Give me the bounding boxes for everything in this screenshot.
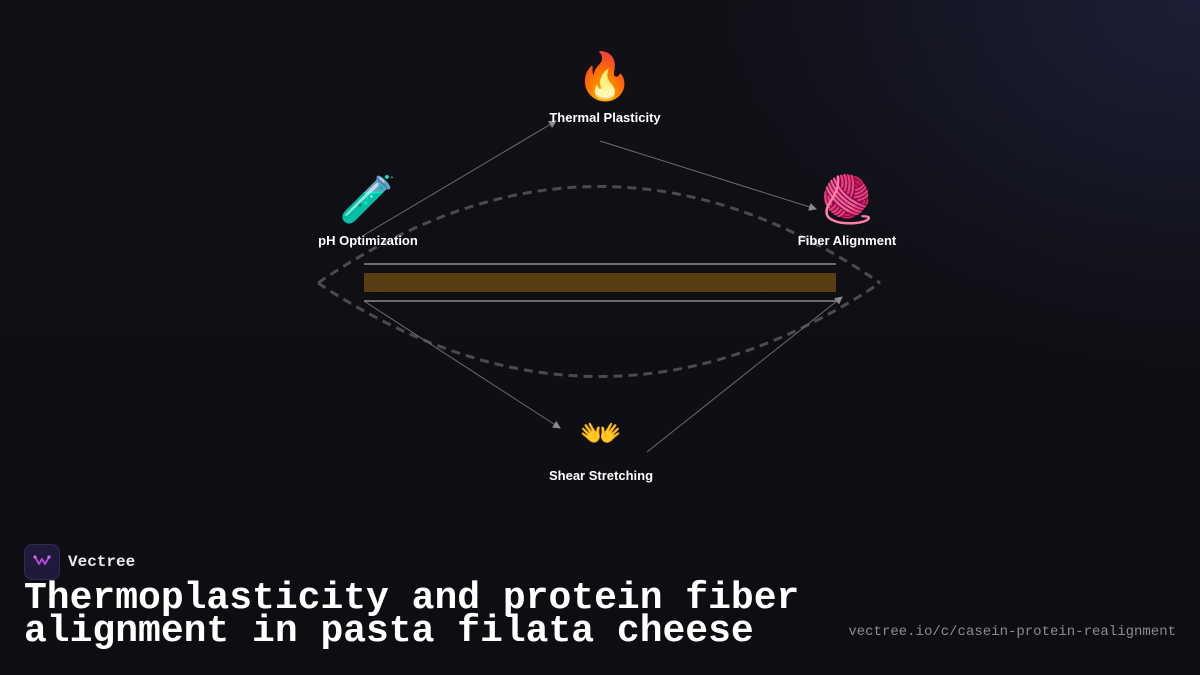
node-ph-optimization: 🧪 pH Optimization (288, 171, 448, 248)
dashed-ring-top (317, 185, 881, 285)
node-label: pH Optimization (318, 233, 418, 248)
node-shear-stretching: 👐 Shear Stretching (521, 406, 681, 483)
open-hands-icon: 👐 (579, 414, 623, 454)
arrow-ph-to-shear (363, 300, 561, 429)
page-title: Thermoplasticity and protein fiber align… (24, 577, 800, 653)
node-fiber-alignment: 🧶 Fiber Alignment (767, 171, 927, 248)
brand-name: Vectree (68, 553, 136, 571)
test-tube-icon: 🧪 (339, 172, 397, 226)
arrow-thermal-to-fiber (599, 140, 817, 211)
process-diagram: 🔥 Thermal Plasticity 🧪 pH Optimization 🧶… (288, 48, 927, 483)
arrow-shear-to-fiber (646, 296, 843, 453)
yarn-icon: 🧶 (818, 172, 876, 226)
node-thermal-plasticity: 🔥 Thermal Plasticity (525, 48, 685, 125)
diagram-connections (317, 120, 881, 453)
vectree-logo-icon (24, 544, 60, 580)
brand[interactable]: Vectree (24, 544, 135, 580)
arrow-ph-to-thermal (363, 120, 557, 236)
fiber-band (364, 273, 836, 292)
node-label: Thermal Plasticity (549, 110, 661, 125)
fire-icon: 🔥 (576, 49, 634, 103)
node-label: Shear Stretching (548, 468, 654, 483)
node-label: Fiber Alignment (797, 233, 897, 248)
dashed-ring-bottom (317, 281, 881, 378)
source-url[interactable]: vectree.io/c/casein-protein-realignment (848, 624, 1176, 640)
